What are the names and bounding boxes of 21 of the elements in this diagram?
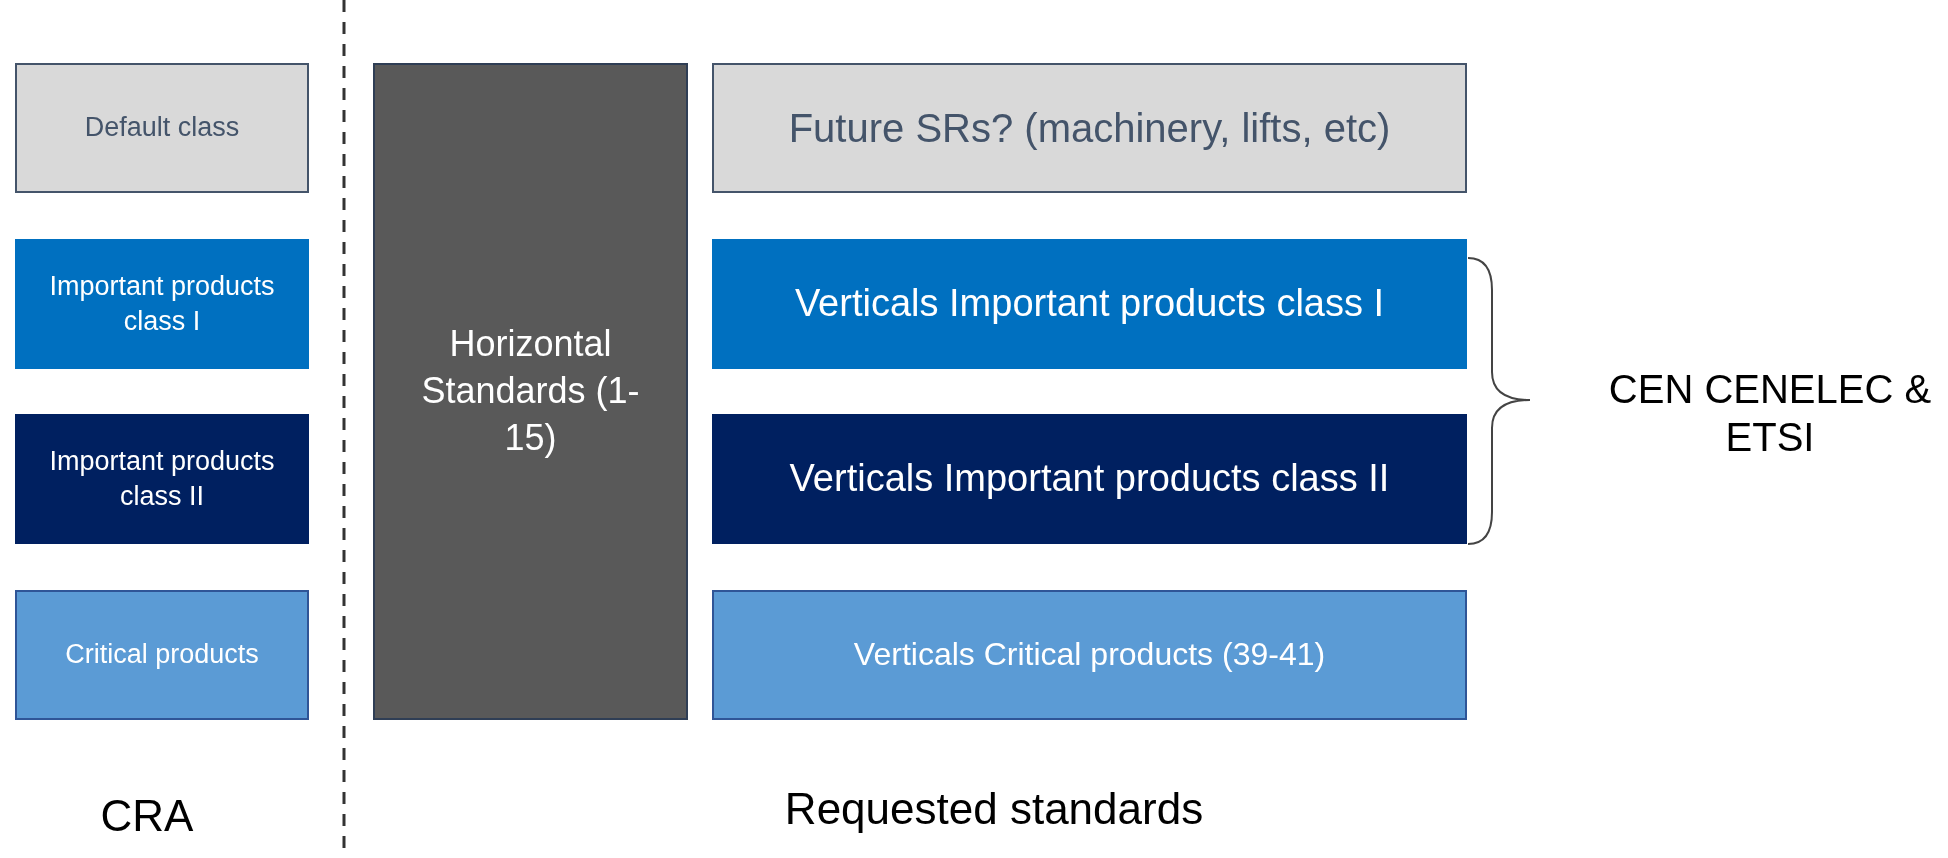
category-box: [712, 590, 1467, 720]
section-label: Requested standards: [783, 783, 1205, 835]
category-box: [15, 414, 309, 544]
category-box: [15, 239, 309, 369]
box-text: Verticals Important products class II: [788, 456, 1391, 502]
box-text: Verticals Critical products (39-41): [852, 635, 1327, 675]
category-box: [15, 63, 309, 193]
box-text: Future SRs? (machinery, lifts, etc): [787, 105, 1392, 152]
box-text: Default class: [83, 111, 241, 145]
category-box: [712, 239, 1467, 369]
category-box: [373, 63, 688, 720]
section-label: CRA: [99, 790, 195, 842]
box-text: Important products class II: [48, 444, 276, 513]
box-text: Important products class I: [48, 269, 276, 338]
box-text: Horizontal Standards (1-15): [420, 322, 641, 460]
box-text: Verticals Important products class I: [793, 281, 1386, 327]
organization-label: CEN CENELEC & ETSI: [1607, 366, 1933, 461]
box-text: Critical products: [64, 638, 260, 672]
category-box: [712, 63, 1467, 193]
category-box: [15, 590, 309, 720]
category-box: [712, 414, 1467, 544]
